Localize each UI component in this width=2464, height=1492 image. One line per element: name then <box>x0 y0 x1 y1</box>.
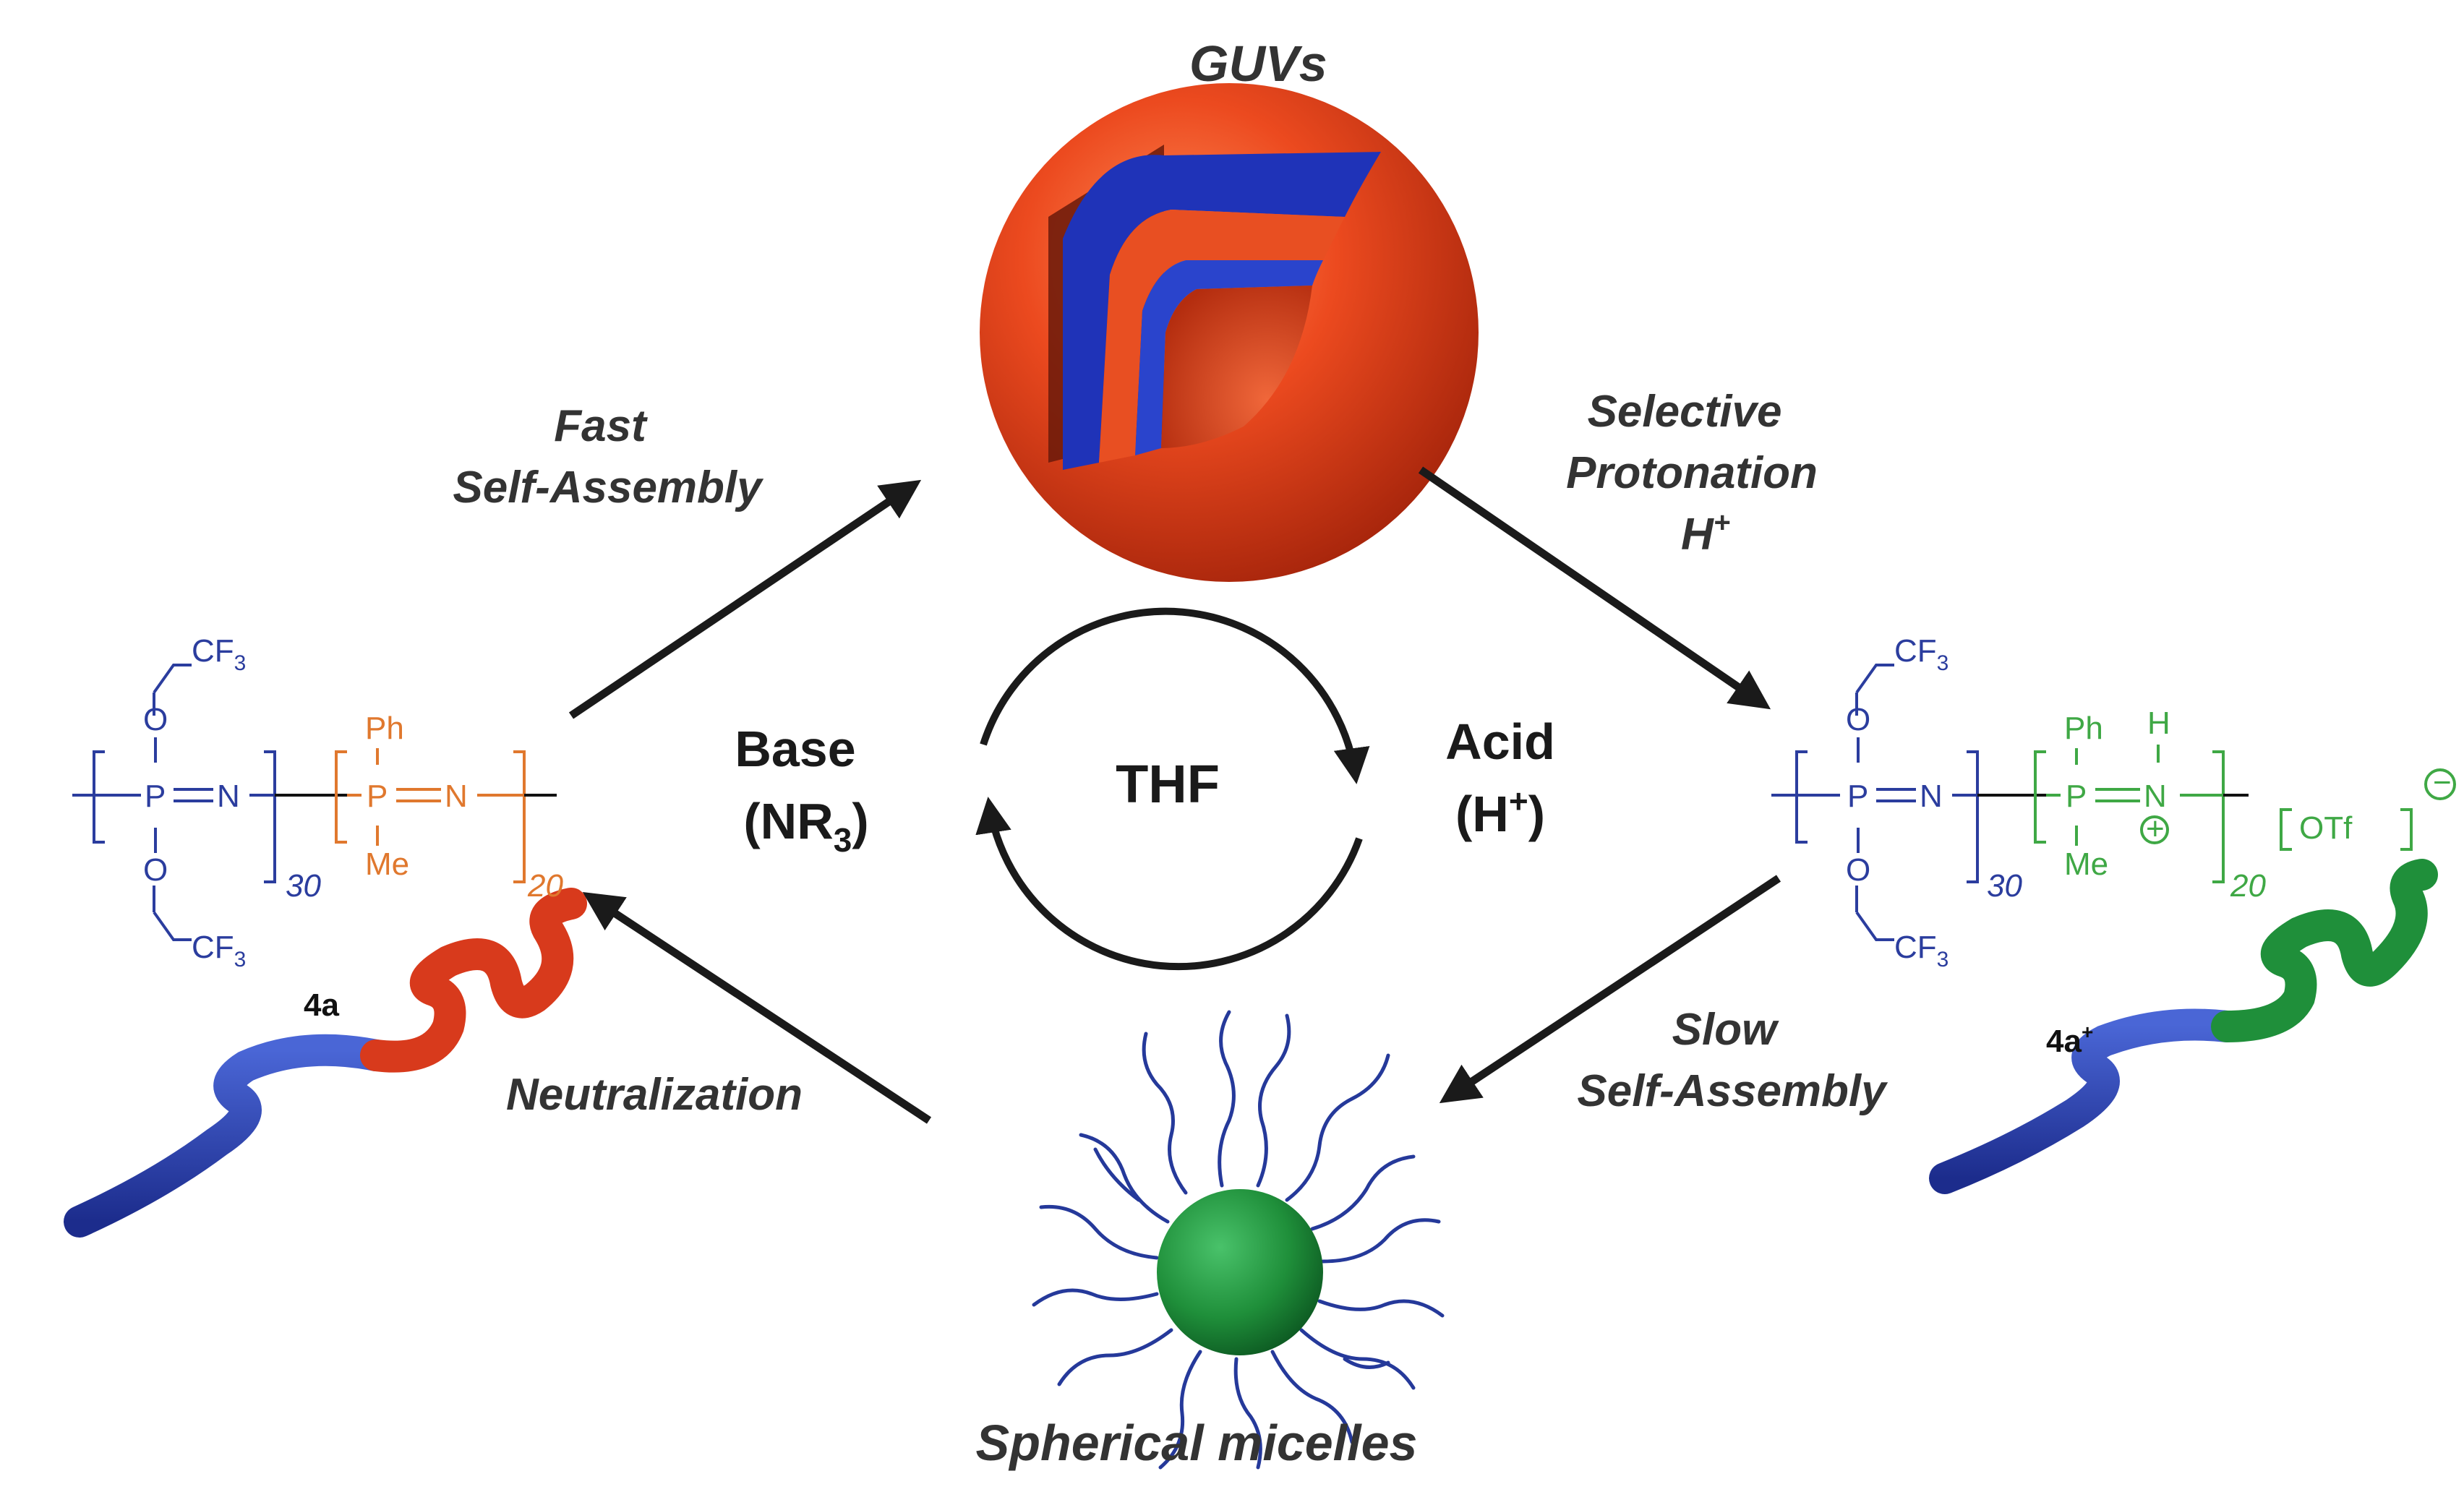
polymer-4a-plus-structure: CF3 O P N O CF3 30 Ph H P N + Me 20 OTf … <box>1771 633 2456 1059</box>
micelle-core <box>1157 1189 1323 1355</box>
slow-label: Slow <box>1672 1005 1779 1055</box>
svg-text:Me: Me <box>2064 846 2108 882</box>
svg-text:O: O <box>143 702 168 737</box>
compound-4a-label: 4a <box>304 987 339 1023</box>
neutralization-label: Neutralization <box>506 1070 803 1120</box>
svg-text:Me: Me <box>365 846 409 882</box>
svg-text:O: O <box>1846 702 1870 737</box>
fast-self-assembly-arrow <box>568 479 922 719</box>
protonation-h-label: H+ <box>1681 507 1730 560</box>
svg-text:CF3: CF3 <box>1894 930 1948 972</box>
svg-text:O: O <box>1846 852 1870 888</box>
svg-text:30: 30 <box>286 868 321 904</box>
svg-text:N: N <box>2144 779 2167 814</box>
svg-text:CF3: CF3 <box>192 633 246 675</box>
cycle-arrow-bottom <box>975 797 1363 971</box>
svg-text:Ph: Ph <box>365 711 404 746</box>
compound-4a-plus-label: 4a+ <box>2046 1021 2093 1059</box>
right-polymer-chain-graphic <box>1929 859 2438 1194</box>
guv-vesicle-graphic <box>980 83 1479 582</box>
protonation-label: Protonation <box>1566 448 1818 498</box>
fast-label: Fast <box>554 401 648 451</box>
neutralization-arrow <box>582 891 932 1124</box>
slow-self-assembly-arrow <box>1439 875 1781 1104</box>
spherical-micelle-graphic <box>1032 1010 1445 1470</box>
svg-text:H: H <box>2147 706 2170 741</box>
cycle-arrow-top <box>980 607 1370 784</box>
base-reagent-label: (NR3) <box>743 793 868 859</box>
svg-text:P: P <box>367 779 388 814</box>
svg-text:+: + <box>2146 811 2165 846</box>
svg-text:P: P <box>1847 779 1868 814</box>
guvs-label: GUVs <box>1189 35 1327 92</box>
acid-label: Acid <box>1445 713 1555 770</box>
svg-text:−: − <box>2433 765 2452 800</box>
base-label: Base <box>735 721 855 777</box>
acid-reagent-label: (H+) <box>1455 782 1545 842</box>
svg-text:P: P <box>145 779 166 814</box>
selective-label: Selective <box>1588 387 1782 437</box>
svg-text:CF3: CF3 <box>1894 633 1948 675</box>
svg-text:20: 20 <box>2230 868 2266 904</box>
svg-text:O: O <box>143 852 168 888</box>
polymer-4a-structure: CF3 O P N O CF3 30 Ph P N Me 20 4a <box>72 633 563 1023</box>
svg-text:30: 30 <box>1987 868 2022 904</box>
svg-text:N: N <box>217 779 240 814</box>
selective-protonation-arrow <box>1418 466 1771 710</box>
spherical-micelles-label: Spherical micelles <box>976 1415 1418 1471</box>
thf-label: THF <box>1116 754 1220 814</box>
svg-text:N: N <box>1920 779 1943 814</box>
svg-text:Ph: Ph <box>2064 711 2103 746</box>
counterion-label: OTf <box>2299 810 2353 846</box>
left-polymer-chain-graphic <box>64 888 587 1238</box>
svg-text:P: P <box>2066 779 2087 814</box>
svg-text:20: 20 <box>527 868 563 904</box>
svg-text:N: N <box>445 779 468 814</box>
fast-self-assembly-label: Self-Assembly <box>453 463 764 513</box>
slow-self-assembly-label: Self-Assembly <box>1577 1066 1888 1116</box>
svg-text:CF3: CF3 <box>192 930 246 972</box>
